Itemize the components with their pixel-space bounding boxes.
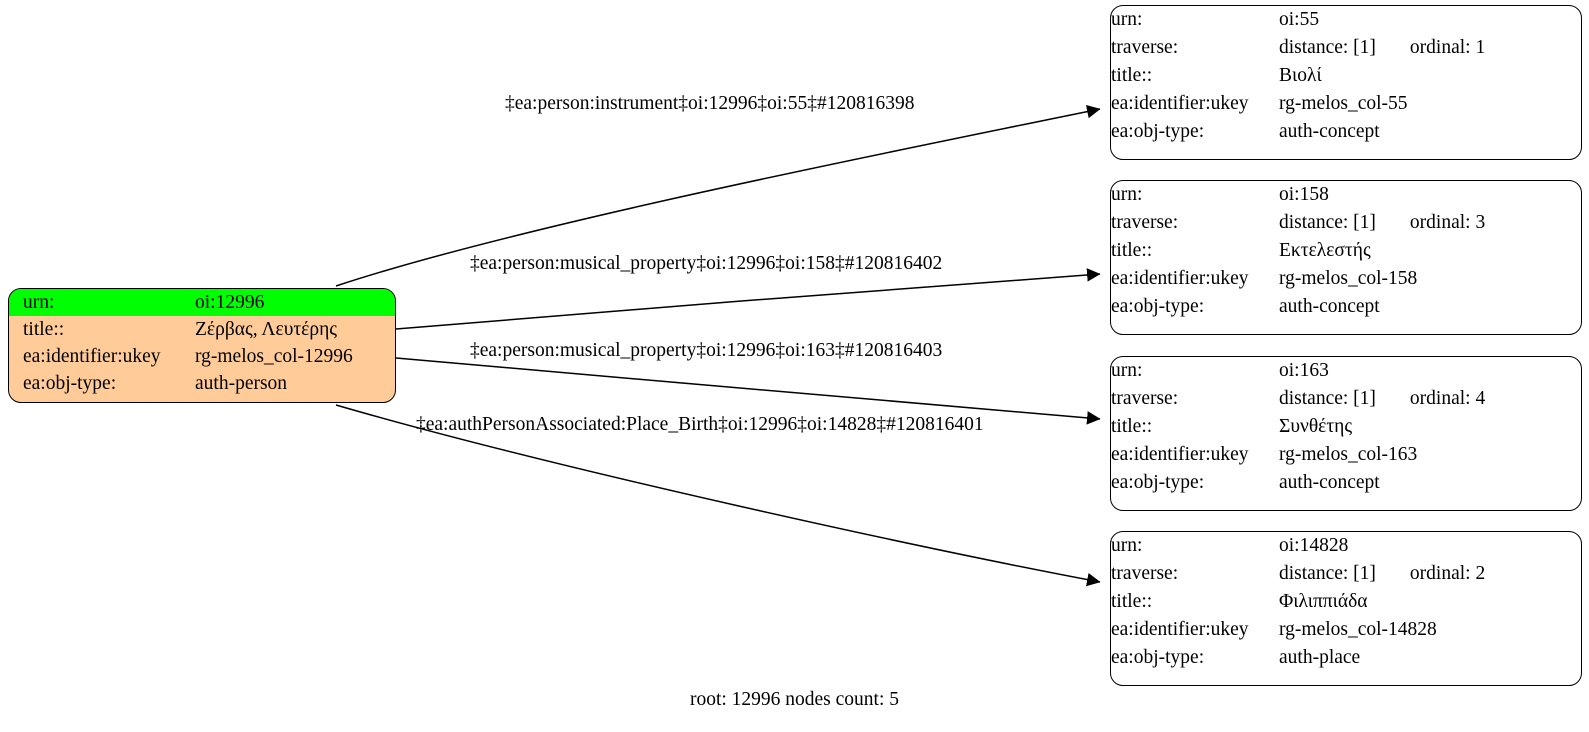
node-row-objtype: ea:obj-type: auth-concept: [1111, 293, 1581, 321]
node-row-value: Συνθέτης: [1279, 416, 1353, 437]
node-row-key: ea:identifier:ukey: [23, 346, 161, 367]
node-row-value: oi:14828: [1279, 535, 1349, 556]
node-row-value: auth-concept: [1279, 296, 1380, 317]
node-row-key: ea:obj-type:: [1111, 647, 1205, 668]
node-row-objtype: ea:obj-type: auth-concept: [1111, 118, 1581, 146]
node-row-objtype: ea:obj-type: auth-person: [9, 370, 395, 397]
node-row-value: distance: [1] ordinal: 4: [1279, 385, 1581, 413]
node-root-person[interactable]: urn: oi:12996 title:: Ζέρβας, Λευτέρης e…: [8, 288, 396, 403]
node-row-title: title:: Φιλιππιάδα: [1111, 588, 1581, 616]
node-row-value: distance: [1] ordinal: 2: [1279, 560, 1581, 588]
node-row-value: oi:12996: [195, 289, 395, 316]
node-row-key: ea:identifier:ukey: [1111, 619, 1249, 640]
node-row-value: rg-melos_col-163: [1279, 444, 1418, 465]
node-target-oi-158[interactable]: urn: oi:158 traverse: distance: [1] ordi…: [1110, 180, 1582, 335]
edge-label-place-birth: ‡ea:authPersonAssociated:Place_Birth‡oi:…: [416, 414, 984, 435]
node-row-value: Ζέρβας, Λευτέρης: [195, 319, 338, 340]
node-row-title: title:: Συνθέτης: [1111, 413, 1581, 441]
node-row-urn: urn: oi:158: [1111, 181, 1581, 209]
traverse-ordinal: ordinal: 2: [1409, 563, 1486, 584]
edge-line-musical-property-163: [395, 357, 1101, 425]
node-row-urn: urn: oi:12996: [9, 289, 395, 316]
node-row-traverse: traverse: distance: [1] ordinal: 4: [1111, 385, 1581, 413]
node-row-key: ea:identifier:ukey: [1111, 444, 1249, 465]
node-row-key: ea:obj-type:: [1111, 296, 1205, 317]
node-row-value: Φιλιππιάδα: [1279, 591, 1368, 612]
node-row-value: auth-concept: [1279, 472, 1380, 493]
node-row-key: ea:identifier:ukey: [1111, 268, 1249, 289]
traverse-ordinal: ordinal: 1: [1409, 37, 1486, 58]
node-row-key: urn:: [9, 289, 195, 316]
node-row-objtype: ea:obj-type: auth-concept: [1111, 469, 1581, 497]
node-row-ukey: ea:identifier:ukey rg-melos_col-55: [1111, 90, 1581, 118]
node-row-key: ea:obj-type:: [1111, 472, 1205, 493]
node-row-value: oi:158: [1279, 184, 1329, 205]
node-row-value: auth-place: [1279, 647, 1361, 668]
node-row-title: title:: Εκτελεστής: [1111, 237, 1581, 265]
node-row-traverse: traverse: distance: [1] ordinal: 2: [1111, 560, 1581, 588]
node-row-traverse: traverse: distance: [1] ordinal: 3: [1111, 209, 1581, 237]
traverse-distance: distance: [1]: [1279, 388, 1376, 409]
node-row-value: auth-concept: [1279, 121, 1380, 142]
traverse-distance: distance: [1]: [1279, 212, 1376, 233]
node-row-key: ea:obj-type:: [23, 373, 117, 394]
node-row-value: oi:55: [1279, 9, 1320, 30]
node-row-value: rg-melos_col-14828: [1279, 619, 1437, 640]
node-row-ukey: ea:identifier:ukey rg-melos_col-163: [1111, 441, 1581, 469]
traverse-ordinal: ordinal: 4: [1409, 388, 1486, 409]
node-row-title: title:: Βιολί: [1111, 62, 1581, 90]
node-row-value: distance: [1] ordinal: 3: [1279, 209, 1581, 237]
node-row-ukey: ea:identifier:ukey rg-melos_col-158: [1111, 265, 1581, 293]
node-row-value: oi:163: [1279, 360, 1329, 381]
node-row-value: Βιολί: [1279, 65, 1322, 86]
node-row-key: traverse:: [1111, 388, 1179, 409]
node-row-key: urn:: [1111, 360, 1143, 381]
node-row-key: title::: [23, 319, 65, 340]
edge-label-musical-property-158: ‡ea:person:musical_property‡oi:12996‡oi:…: [470, 253, 943, 274]
edge-label-musical-property-163: ‡ea:person:musical_property‡oi:12996‡oi:…: [470, 340, 943, 361]
node-row-value: auth-person: [195, 373, 288, 394]
node-row-title: title:: Ζέρβας, Λευτέρης: [9, 316, 395, 343]
edge-line-musical-property-158: [395, 268, 1101, 330]
node-row-objtype: ea:obj-type: auth-place: [1111, 644, 1581, 672]
node-row-key: title::: [1111, 65, 1153, 86]
node-row-key: urn:: [1111, 9, 1143, 30]
node-row-value: rg-melos_col-12996: [195, 346, 353, 367]
node-row-value: rg-melos_col-55: [1279, 93, 1408, 114]
traverse-ordinal: ordinal: 3: [1409, 212, 1486, 233]
node-row-key: title::: [1111, 416, 1153, 437]
node-row-key: ea:obj-type:: [1111, 121, 1205, 142]
node-row-value: distance: [1] ordinal: 1: [1279, 34, 1581, 62]
traverse-distance: distance: [1]: [1279, 37, 1376, 58]
node-row-key: urn:: [1111, 535, 1143, 556]
edge-label-instrument: ‡ea:person:instrument‡oi:12996‡oi:55‡#12…: [505, 93, 915, 114]
node-row-ukey: ea:identifier:ukey rg-melos_col-14828: [1111, 616, 1581, 644]
node-row-urn: urn: oi:163: [1111, 357, 1581, 385]
node-row-traverse: traverse: distance: [1] ordinal: 1: [1111, 34, 1581, 62]
node-row-value: Εκτελεστής: [1279, 240, 1371, 261]
node-row-key: urn:: [1111, 184, 1143, 205]
traverse-distance: distance: [1]: [1279, 563, 1376, 584]
node-target-oi-163[interactable]: urn: oi:163 traverse: distance: [1] ordi…: [1110, 356, 1582, 511]
node-row-key: traverse:: [1111, 563, 1179, 584]
node-row-value: rg-melos_col-158: [1279, 268, 1418, 289]
node-row-urn: urn: oi:55: [1111, 6, 1581, 34]
node-row-key: title::: [1111, 591, 1153, 612]
node-row-key: traverse:: [1111, 37, 1179, 58]
node-row-ukey: ea:identifier:ukey rg-melos_col-12996: [9, 343, 395, 370]
node-target-oi-55[interactable]: urn: oi:55 traverse: distance: [1] ordin…: [1110, 5, 1582, 160]
node-row-key: traverse:: [1111, 212, 1179, 233]
node-row-urn: urn: oi:14828: [1111, 532, 1581, 560]
node-row-key: ea:identifier:ukey: [1111, 93, 1249, 114]
graph-caption: root: 12996 nodes count: 5: [689, 689, 900, 710]
node-target-oi-14828[interactable]: urn: oi:14828 traverse: distance: [1] or…: [1110, 531, 1582, 686]
node-row-key: title::: [1111, 240, 1153, 261]
